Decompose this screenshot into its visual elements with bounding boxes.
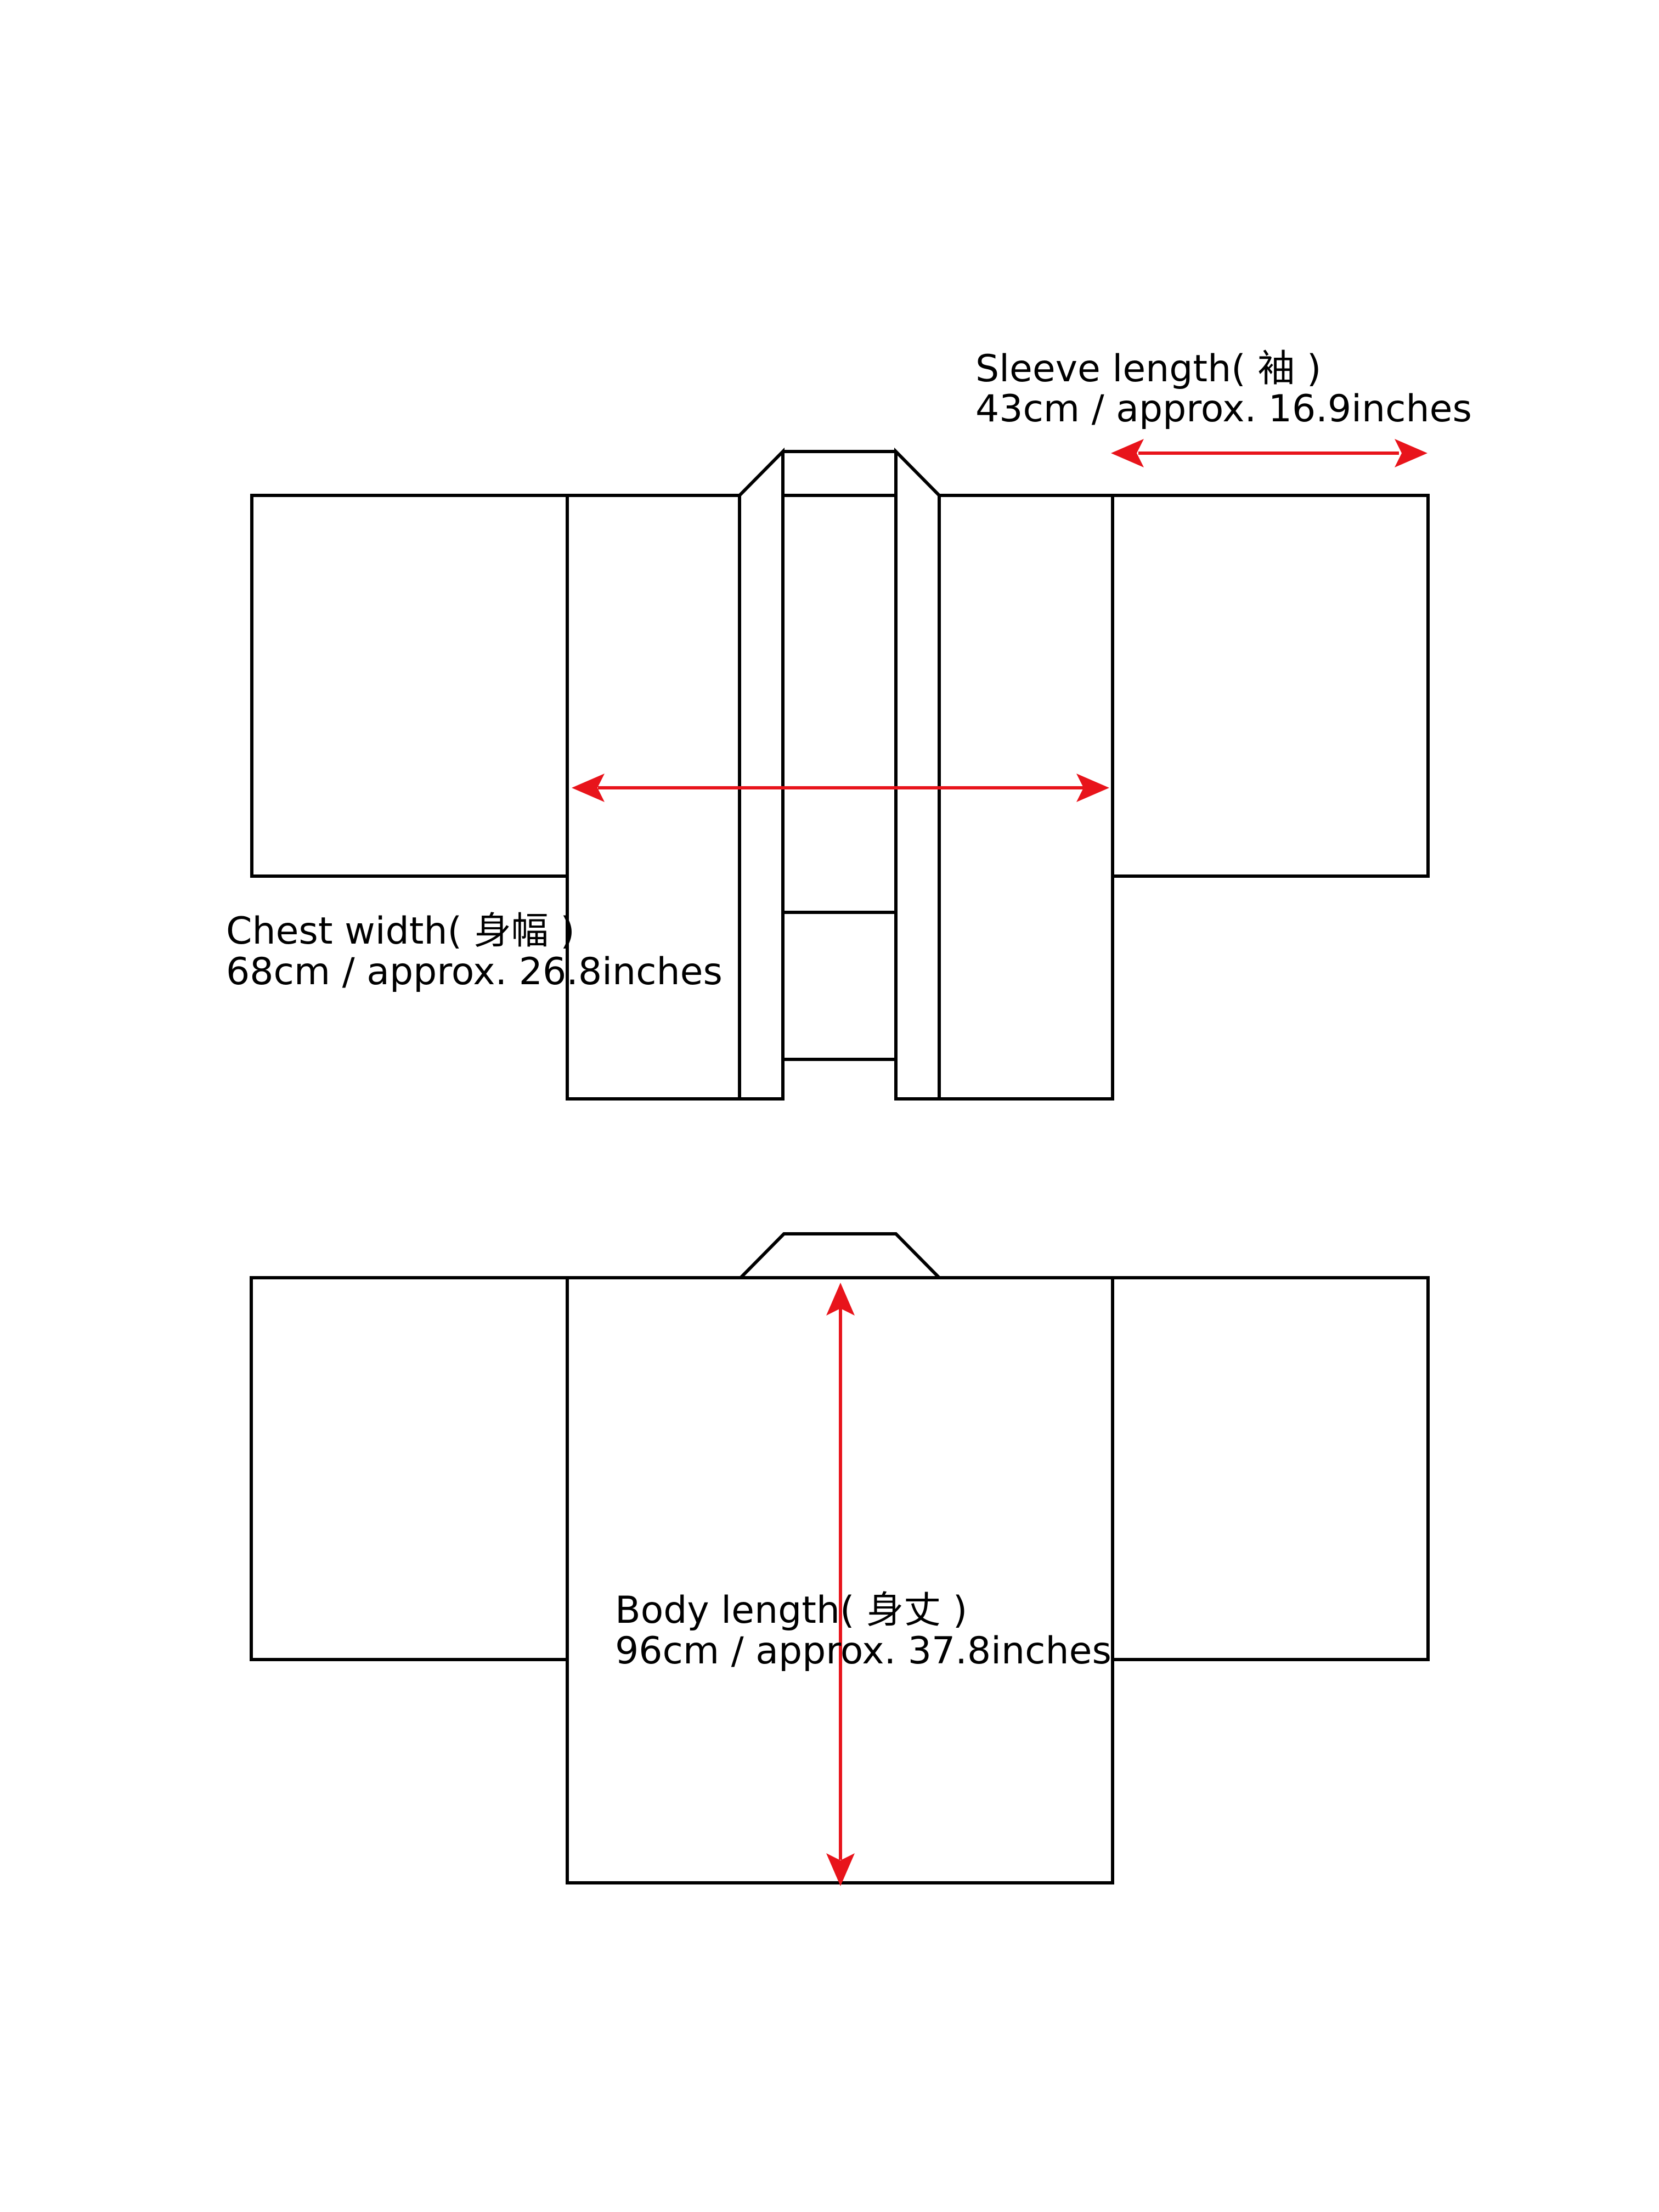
chest-width-value: 68cm / approx. 26.8inches	[226, 950, 723, 994]
body-length-value: 96cm / approx. 37.8inches	[615, 1629, 1111, 1673]
chest-width-label: Chest width( 身幅 )	[226, 910, 575, 953]
body-arrowhead-bottom	[826, 1853, 855, 1886]
chest-arrowhead-left	[572, 774, 605, 802]
back-right-sleeve	[1111, 1276, 1430, 1661]
body-arrowhead-top	[826, 1283, 855, 1316]
front-left-collar-band	[738, 447, 785, 1101]
back-left-sleeve	[250, 1276, 569, 1661]
front-left-sleeve	[250, 494, 569, 878]
body-length-label: Body length( 身丈 )	[615, 1589, 967, 1632]
back-collar	[739, 1232, 941, 1279]
sleeve-length-arrow	[1111, 439, 1427, 467]
front-right-collar-band	[894, 447, 941, 1101]
front-view	[250, 447, 1430, 1101]
body-length-arrow	[826, 1283, 855, 1886]
sleeve-length-label: Sleeve length( 袖 )	[975, 347, 1321, 391]
chest-arrowhead-right	[1076, 774, 1109, 802]
front-left-body-panel	[566, 494, 741, 1101]
sleeve-length-value: 43cm / approx. 16.9inches	[975, 387, 1472, 431]
sleeve-arrowhead-left	[1111, 439, 1144, 467]
sleeve-arrowhead-right	[1395, 439, 1427, 467]
chest-width-arrow	[572, 774, 1109, 802]
front-right-body-panel	[938, 494, 1114, 1101]
front-right-sleeve	[1111, 494, 1430, 878]
